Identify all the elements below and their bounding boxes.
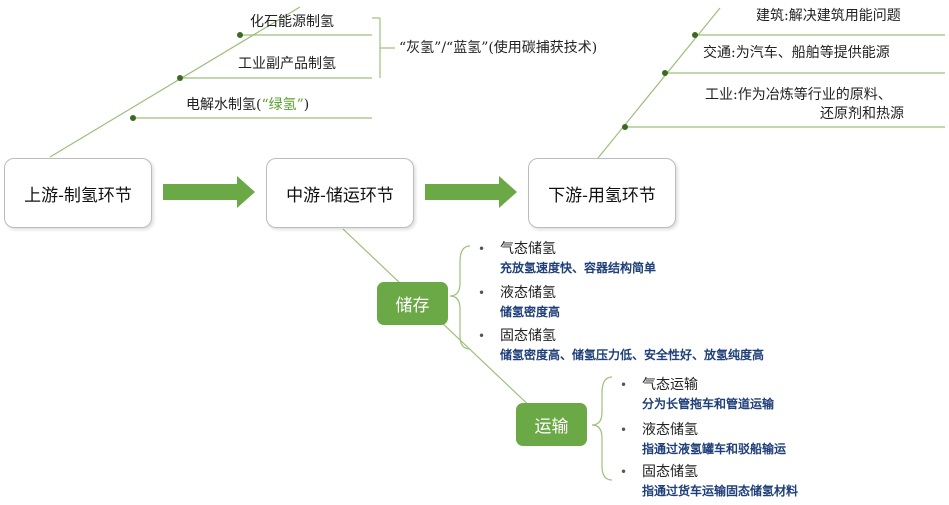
storage-label: 储存 <box>395 296 430 316</box>
transport-bullet-3: • <box>620 465 628 479</box>
downstream-box: 下游-用氢环节 <box>528 158 676 228</box>
industrial-byproduct-production: 工业副产品制氢 <box>238 56 336 72</box>
storage-item-3-desc: 储氢密度高、储氢压力低、安全性好、放氢纯度高 <box>500 348 765 362</box>
storage-item-3-title: 固态储氢 <box>500 328 556 344</box>
storage-bullet-2: • <box>478 286 486 300</box>
electrolysis-prefix: 电解水制氢( <box>186 97 262 113</box>
electrolysis-suffix: ) <box>303 97 310 113</box>
transport-item-3-title: 固态储氢 <box>642 464 698 480</box>
industry-application-line2: 还原剂和热源 <box>820 106 904 122</box>
storage-item-2-title: 液态储氢 <box>500 285 556 301</box>
downstream-label: 下游-用氢环节 <box>548 185 656 206</box>
upstream-box: 上游-制氢环节 <box>4 158 152 228</box>
transport-bullet-1: • <box>620 378 628 392</box>
storage-item-2-desc: 储氢密度高 <box>500 305 561 319</box>
transport-application: 交通:为汽车、船舶等提供能源 <box>703 45 890 61</box>
storage-bullet-3: • <box>478 329 486 343</box>
transport-label: 运输 <box>534 417 569 437</box>
transport-bullet-2: • <box>620 423 628 437</box>
midstream-label: 中游-储运环节 <box>286 185 394 206</box>
storage-bullet-1: • <box>478 242 486 256</box>
transport-item-1-desc: 分为长管拖车和管道运输 <box>642 397 775 411</box>
building-application: 建筑:解决建筑用能问题 <box>756 8 901 24</box>
grey-blue-hydrogen-note: “灰氢”/“蓝氢”(使用碳捕获技术) <box>399 40 598 56</box>
transport-box: 运输 <box>516 403 587 446</box>
midstream-box: 中游-储运环节 <box>266 158 414 228</box>
transport-item-2-title: 液态储氢 <box>642 422 698 438</box>
storage-item-1-desc: 充放氢速度快、容器结构简单 <box>500 261 657 275</box>
storage-box: 储存 <box>377 282 448 325</box>
upstream-label: 上游-制氢环节 <box>24 185 132 206</box>
electrolysis-production: 电解水制氢(“绿氢”) <box>186 97 309 113</box>
fossil-production: 化石能源制氢 <box>250 14 334 30</box>
storage-item-1-title: 气态储氢 <box>500 241 556 257</box>
green-hydrogen-label: “绿氢” <box>261 97 304 113</box>
transport-item-2-desc: 指通过液氢罐车和驳船输运 <box>642 442 787 456</box>
transport-item-1-title: 气态运输 <box>642 377 698 393</box>
industry-application-line1: 工业:作为冶炼等行业的原料、 <box>705 87 892 103</box>
transport-item-3-desc: 指通过货车运输固态储氢材料 <box>642 484 799 498</box>
